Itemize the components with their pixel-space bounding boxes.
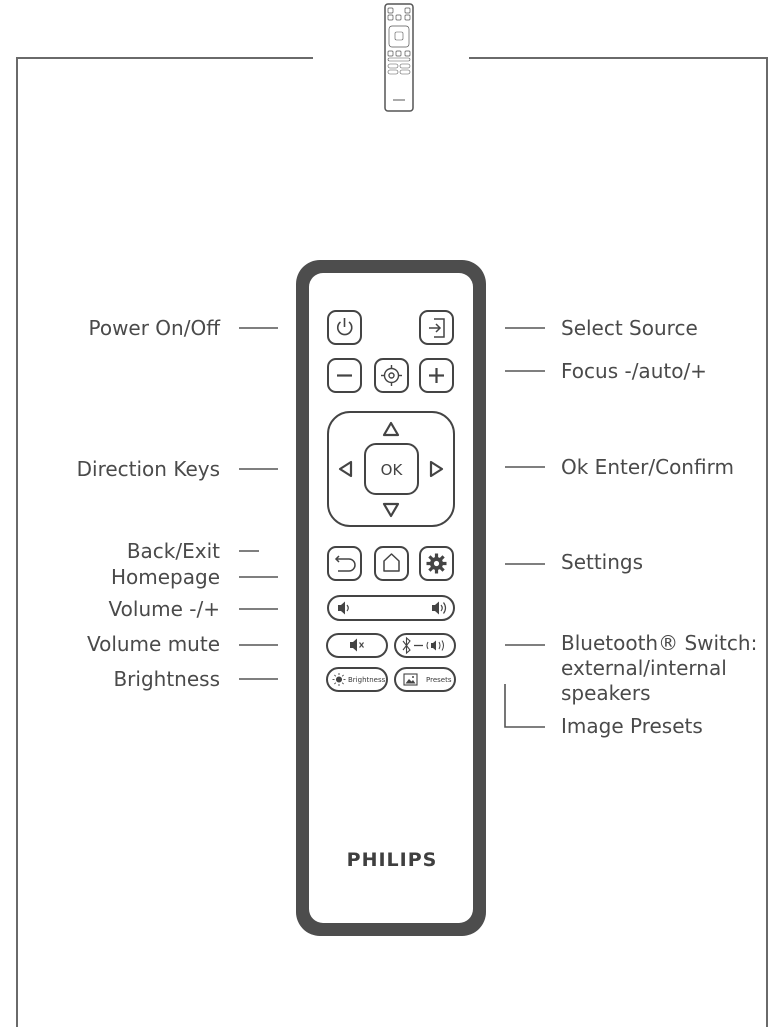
remote-body [296,260,486,936]
focus-auto-button[interactable] [374,358,409,393]
label-focus: Focus -/auto/+ [561,359,707,383]
direction-pad [327,411,455,527]
triangle-down-icon [382,502,400,518]
back-button[interactable] [327,546,362,581]
triangle-up-icon [382,421,400,437]
settings-button[interactable] [419,546,454,581]
down-key[interactable] [382,502,400,518]
source-input-icon [429,318,445,338]
label-bluetooth-line3: speakers [561,681,651,705]
label-select-source: Select Source [561,316,698,340]
label-direction-keys: Direction Keys [76,457,220,481]
label-brightness: Brightness [113,667,220,691]
source-button[interactable] [419,310,454,345]
ok-key[interactable] [364,443,419,495]
focus-minus-button[interactable] [327,358,362,393]
remote-thumbnail [384,3,414,112]
leader-lines-right [504,327,545,728]
focus-plus-button[interactable] [419,358,454,393]
speaker-high-icon [432,601,439,615]
target-icon [381,365,402,386]
brightness-key-label: Brightness [348,676,386,684]
mute-button[interactable] [326,633,388,658]
ok-key-label: OK [381,461,404,479]
home-button[interactable] [374,546,409,581]
brightness-button[interactable] [326,667,388,692]
label-ok-enter: Ok Enter/Confirm [561,455,734,479]
label-bluetooth-line2: external/internal [561,656,727,680]
speaker-low-icon [338,601,345,615]
label-homepage: Homepage [110,565,220,589]
presets-button[interactable] [394,667,456,692]
home-icon [383,553,400,572]
back-arrow-icon [334,555,356,572]
volume-rocker[interactable] [327,595,455,621]
right-key[interactable] [429,460,444,478]
triangle-left-icon [338,460,353,478]
plus-icon [429,368,444,383]
left-key[interactable] [338,460,353,478]
image-icon [403,673,418,686]
label-back-exit: Back/Exit [126,539,220,563]
gear-icon [426,553,447,574]
up-key[interactable] [382,421,400,437]
frame [16,57,768,1027]
label-image-presets: Image Presets [561,714,703,738]
label-volume-mute: Volume mute [86,632,220,656]
bluetooth-icon [402,636,411,655]
brand-logo: PHILIPS [346,849,438,871]
label-bluetooth: Bluetooth® Switch: [561,631,758,655]
presets-key-label: Presets [426,676,452,684]
leader-lines-left [239,327,278,680]
label-volume: Volume -/+ [108,597,220,621]
triangle-right-icon [429,460,444,478]
label-power: Power On/Off [88,316,220,340]
sun-icon [332,673,346,686]
label-settings: Settings [561,550,644,574]
power-icon [336,318,353,336]
power-button[interactable] [327,310,362,345]
bluetooth-switch-button[interactable] [394,633,456,658]
speaker-mute-icon [350,638,364,652]
